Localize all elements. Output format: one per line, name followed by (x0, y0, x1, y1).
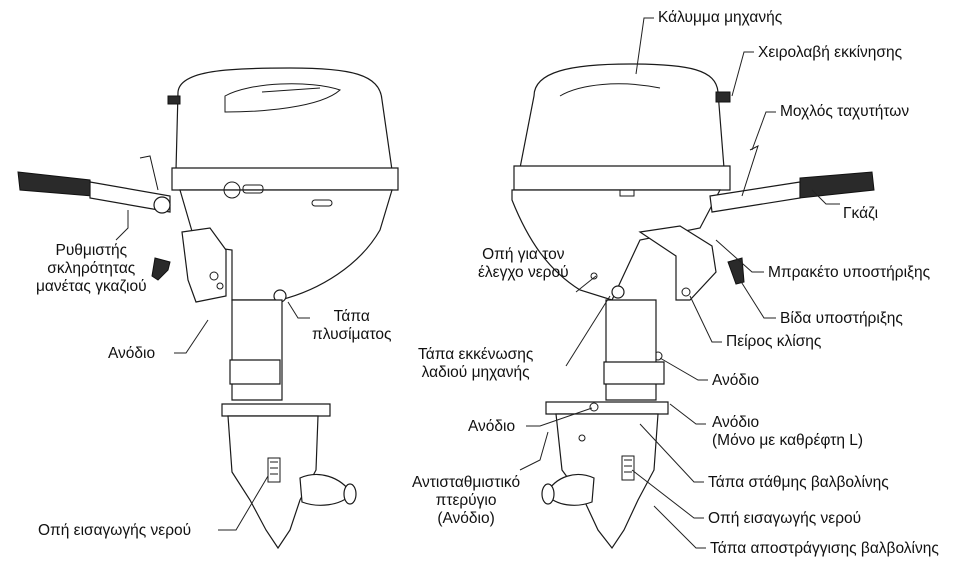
water-check-line-1: Οπή για τον (482, 246, 565, 263)
left-engine (17, 67, 399, 550)
throttle-adjuster-line-1: Ρυθμιστής (55, 242, 128, 259)
trim-tab-line-2: πτερύγιο (435, 492, 497, 509)
anode-l-transom-label: Ανόδιο (Μόνο με καθρέφτη L) (712, 414, 863, 450)
anode-lower-line-1: Ανόδιο (712, 414, 760, 431)
throttle-grip-label: Γκάζι (843, 205, 879, 222)
trim-tab-line-3: (Ανόδιο) (437, 510, 495, 527)
flush-plug-label: Τάπα πλυσίματος (312, 308, 391, 344)
engine-cover-label: Κάλυμμα μηχανής (658, 9, 783, 26)
flush-plug-line-2: πλυσίματος (312, 326, 392, 343)
throttle-adjuster-line-3: μανέτας γκαζιού (36, 278, 147, 295)
gear-shift-lever-label: Μοχλός ταχυτήτων (780, 103, 910, 120)
anode-label-left: Ανόδιο (108, 345, 156, 362)
gear-oil-drain-plug-label: Τάπα αποστράγγισης βαλβολίνης (710, 540, 939, 557)
tilt-pin-label: Πείρος κλίσης (726, 333, 822, 350)
throttle-adjuster-line-2: σκληρότητας (47, 260, 136, 277)
engine-oil-drain-plug-label: Τάπα εκκένωσης λαδιού μηχανής (418, 346, 533, 382)
trim-tab-line-1: Αντισταθμιστικό (412, 474, 521, 491)
water-intake-label-right: Οπή εισαγωγής νερού (708, 510, 862, 527)
water-check-hole-label: Οπή για τον έλεγχο νερού (478, 246, 569, 282)
right-leader-lines (519, 17, 840, 549)
oil-drain-line-1: Τάπα εκκένωσης (418, 346, 534, 363)
water-check-line-2: έλεγχο νερού (478, 264, 569, 281)
throttle-friction-adjuster-label: Ρυθμιστής σκληρότητας μανέτας γκαζιού (36, 242, 147, 296)
gear-oil-level-plug-label: Τάπα στάθμης βαλβολίνης (708, 474, 889, 491)
oil-drain-line-2: λαδιού μηχανής (421, 364, 530, 381)
right-engine (511, 63, 875, 550)
anode-lower-line-2: (Μόνο με καθρέφτη L) (712, 432, 864, 449)
anode-label-right: Ανόδιο (712, 372, 760, 389)
trim-tab-label: Αντισταθμιστικό πτερύγιο (Ανόδιο) (412, 474, 520, 528)
flush-plug-line-1: Τάπα (333, 308, 370, 325)
anode-label-center: Ανόδιο (468, 418, 516, 435)
starter-grip-label: Χειρολαβή εκκίνησης (758, 44, 903, 61)
support-screw-label: Βίδα υποστήριξης (780, 310, 903, 327)
support-bracket-label: Μπρακέτο υποστήριξης (768, 264, 931, 281)
water-intake-label-left: Οπή εισαγωγής νερού (38, 522, 192, 539)
left-leader-lines (115, 210, 310, 531)
